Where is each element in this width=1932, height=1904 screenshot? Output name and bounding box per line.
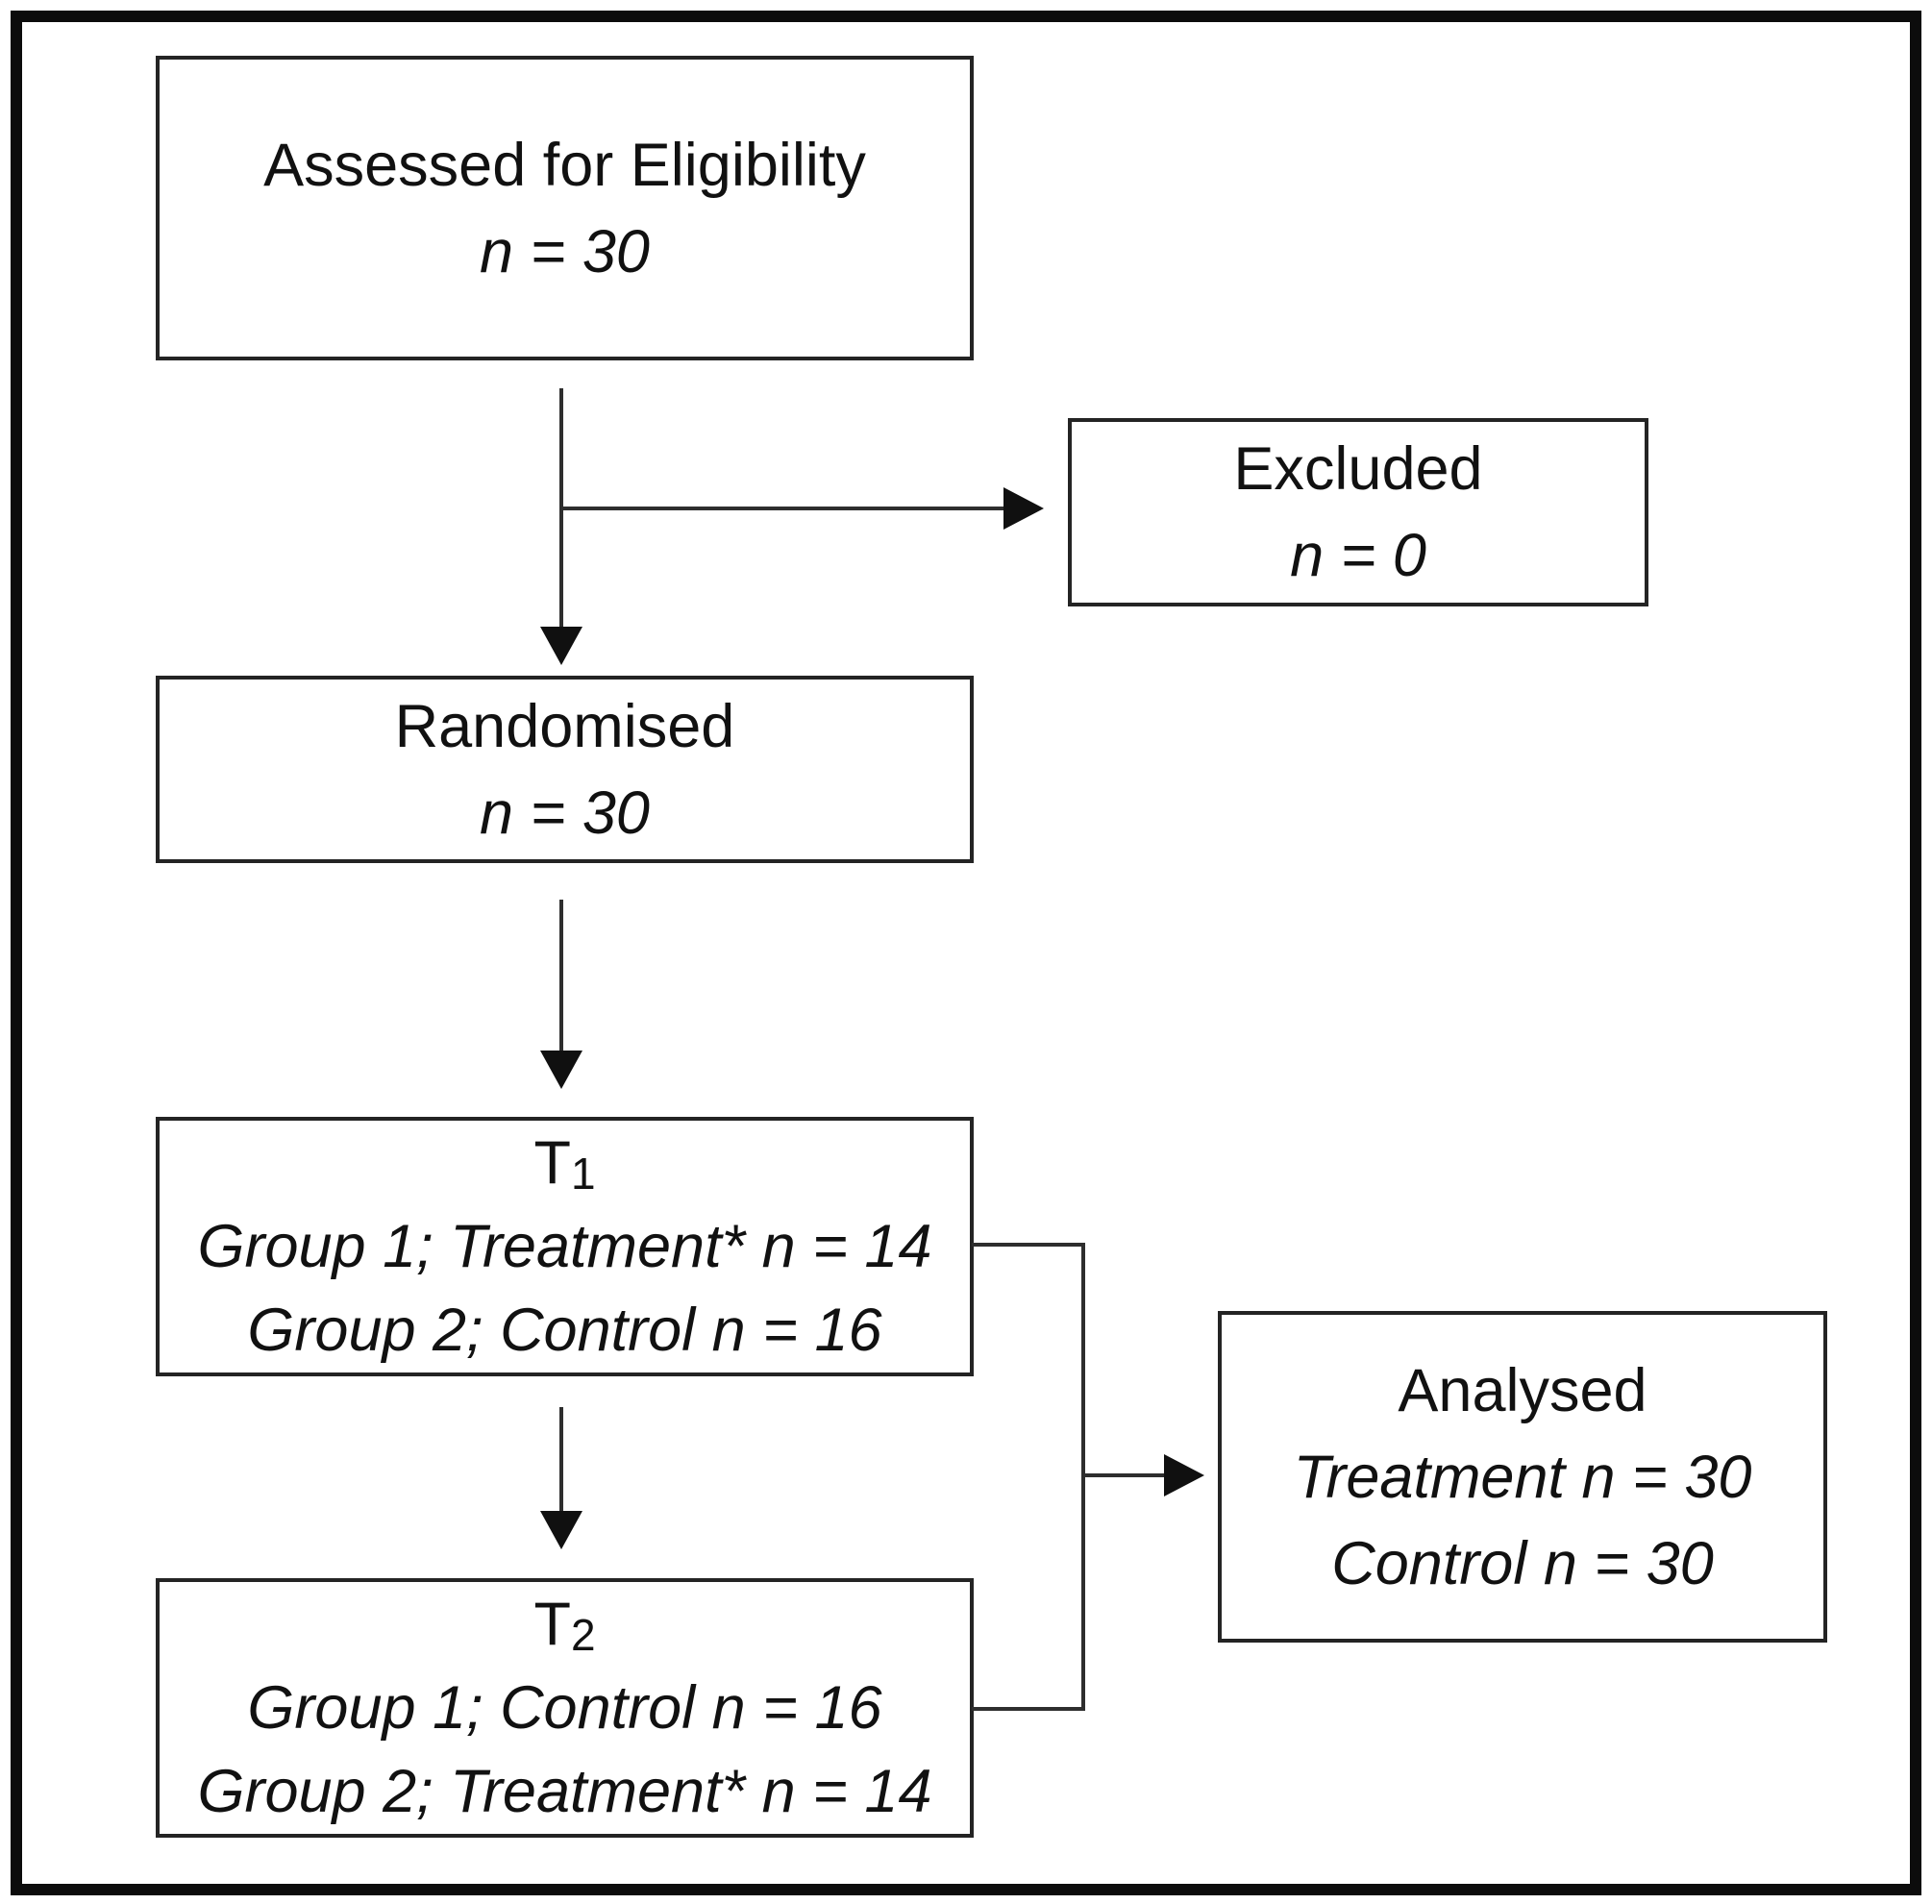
assessed-title: Assessed for Eligibility	[263, 131, 866, 199]
assessed-eligibility-box: Assessed for Eligibility n = 30	[156, 56, 974, 360]
connector-branch-to-excluded	[561, 507, 1005, 510]
analysed-control-line: Control n = 30	[1331, 1529, 1714, 1597]
t2-title-base: T	[533, 1590, 571, 1658]
t2-group1-line: Group 1; Control n = 16	[247, 1673, 882, 1742]
connector-join-vertical	[1081, 1243, 1085, 1711]
t2-title: T2	[533, 1583, 595, 1667]
arrowhead-right-analysed-icon	[1164, 1454, 1204, 1496]
randomised-title: Randomised	[394, 692, 735, 760]
connector-t1-to-join	[972, 1243, 1085, 1247]
figure-border	[11, 11, 1921, 1895]
assessed-n-value: n = 30	[480, 217, 650, 285]
t1-title: T1	[533, 1122, 595, 1205]
connector-t2-to-join	[972, 1707, 1085, 1711]
timepoint-2-box: T2 Group 1; Control n = 16 Group 2; Trea…	[156, 1578, 974, 1838]
connector-join-to-analysed	[1085, 1473, 1166, 1477]
arrowhead-down-t2-icon	[540, 1511, 582, 1549]
arrowhead-right-excluded-icon	[1003, 487, 1044, 530]
excluded-box: Excluded n = 0	[1068, 418, 1648, 606]
t1-group1-line: Group 1; Treatment* n = 14	[197, 1212, 932, 1280]
analysed-title: Analysed	[1398, 1356, 1647, 1424]
t1-title-subscript: 1	[570, 1148, 596, 1199]
timepoint-1-box: T1 Group 1; Treatment* n = 14 Group 2; C…	[156, 1117, 974, 1376]
randomised-n-value: n = 30	[480, 779, 650, 847]
randomised-box: Randomised n = 30	[156, 676, 974, 863]
arrowhead-down-t1-icon	[540, 1051, 582, 1089]
t2-group2-line: Group 2; Treatment* n = 14	[197, 1757, 932, 1825]
t2-title-subscript: 2	[570, 1609, 596, 1660]
t1-title-base: T	[533, 1128, 571, 1197]
connector-randomised-to-t1	[559, 900, 563, 1054]
analysed-treatment-line: Treatment n = 30	[1293, 1443, 1752, 1511]
arrowhead-down-randomised-icon	[540, 627, 582, 665]
excluded-n-value: n = 0	[1290, 522, 1426, 589]
connector-t1-to-t2	[559, 1407, 563, 1515]
excluded-title: Excluded	[1233, 435, 1483, 503]
t1-group2-line: Group 2; Control n = 16	[247, 1296, 882, 1364]
analysed-box: Analysed Treatment n = 30 Control n = 30	[1218, 1311, 1827, 1643]
